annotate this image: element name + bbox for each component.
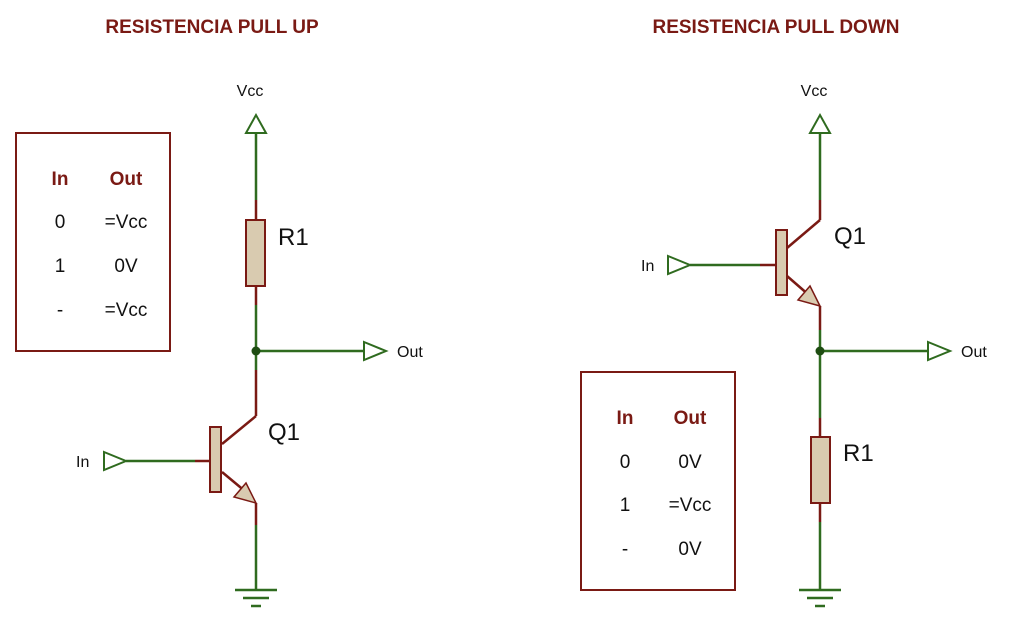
pullup-table-border [15,132,171,352]
pullup-table-cell: =Vcc [105,300,148,321]
pullup-table-cell: =Vcc [105,212,148,233]
pulldown-transistor-base [775,229,788,296]
pulldown-table-cell: 1 [620,495,631,516]
pullup-resistor-r1 [245,219,266,287]
pulldown-resistor-r1 [810,436,831,504]
pullup-truth-table: In Out 0 =Vcc 1 0V - =Vcc [15,132,171,352]
pulldown-table-cell: 0V [678,539,702,560]
pulldown-table-header-out: Out [674,408,707,429]
pulldown-table-cell: - [622,539,628,560]
pulldown-table-border [580,371,736,591]
pulldown-vcc-arrow-icon [808,112,832,134]
pulldown-vcc-label: Vcc [801,83,828,100]
pullup-transistor-label: Q1 [268,419,300,446]
pulldown-truth-table: In Out 0 0V 1 =Vcc - 0V [580,371,736,591]
pulldown-table-cell: 0V [678,452,702,473]
pulldown-junction-dot [815,346,825,356]
pullup-table-cell: 0 [55,212,66,233]
pulldown-ground-icon [799,588,841,608]
pullup-input-arrow-icon [103,450,129,472]
pulldown-emitter-arrow-icon [796,284,822,308]
pullup-ground-icon [235,588,277,608]
pullup-output-arrow-icon [363,340,389,362]
pulldown-table-cell: =Vcc [669,495,712,516]
pullup-table-cell: - [57,300,63,321]
pulldown-input-label: In [641,258,654,275]
pulldown-transistor-label: Q1 [834,223,866,250]
pullup-title: RESISTENCIA PULL UP [105,17,319,38]
pullup-input-label: In [76,454,89,471]
pullup-table-cell: 1 [55,256,66,277]
pullup-transistor-base [209,426,222,493]
pulldown-output-arrow-icon [927,340,953,362]
pulldown-title: RESISTENCIA PULL DOWN [652,17,899,38]
pullup-table-cell: 0V [114,256,138,277]
pullup-vcc-label: Vcc [237,83,264,100]
pulldown-input-arrow-icon [667,254,693,276]
pulldown-circuit: RESISTENCIA PULL DOWN Vcc Q1 In Out R1 [580,17,987,608]
pullup-junction-dot [251,346,261,356]
pulldown-table-cell: 0 [620,452,631,473]
pullup-collector [221,415,257,445]
pullup-resistor-label: R1 [278,224,309,251]
pullup-circuit: RESISTENCIA PULL UP In Out 0 =Vcc 1 0V -… [15,17,423,608]
pullup-output-label: Out [397,344,423,361]
pulldown-resistor-label: R1 [843,440,874,467]
pullup-vcc-arrow-icon [244,112,268,134]
pulldown-table-header-in: In [617,408,634,429]
pullup-emitter-arrow-icon [232,481,258,505]
pullup-table-header-in: In [52,169,69,190]
pulldown-output-label: Out [961,344,987,361]
pullup-table-header-out: Out [110,169,143,190]
pulldown-collector [786,219,821,249]
